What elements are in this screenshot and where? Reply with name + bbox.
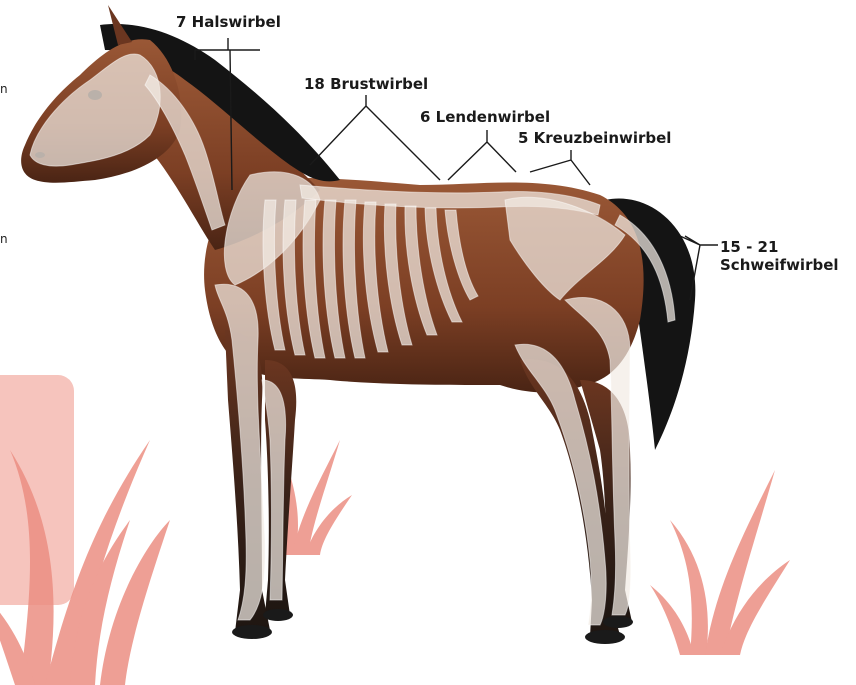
- cervical-vertebrae-label: 7 Halswirbel: [176, 13, 281, 31]
- lumbar-vertebrae-label: 6 Lendenwirbel: [420, 108, 550, 126]
- thoracic-vertebrae-label: 18 Brustwirbel: [304, 75, 428, 93]
- caudal-vertebrae-label: 15 - 21 Schweifwirbel: [720, 238, 839, 274]
- caudal-count: 15 - 21: [720, 238, 839, 256]
- hooves: [232, 609, 633, 644]
- grass-clump-left: [0, 440, 170, 685]
- sacral-bracket: [530, 150, 590, 185]
- lumbar-bracket: [448, 130, 516, 180]
- sacral-vertebrae-label: 5 Kreuzbeinwirbel: [518, 129, 671, 147]
- caudal-name: Schweifwirbel: [720, 256, 839, 274]
- grass-clump-right: [650, 470, 790, 655]
